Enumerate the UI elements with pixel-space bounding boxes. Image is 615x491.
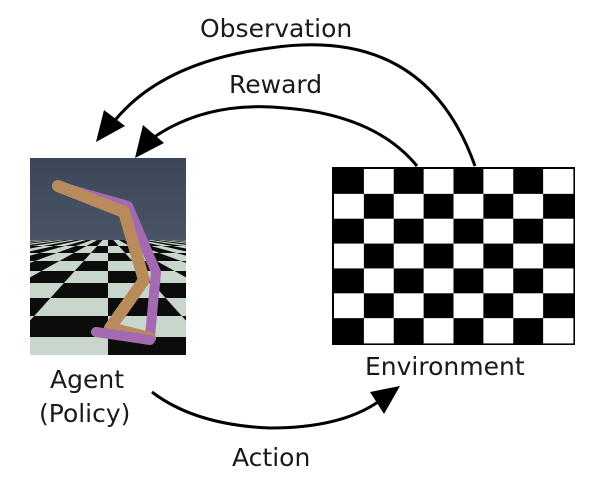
checker-square [393, 293, 425, 319]
checker-square [513, 243, 544, 269]
checker-square [453, 293, 484, 319]
checker-square [334, 318, 365, 344]
agent-image [30, 158, 186, 355]
checker-square [423, 268, 454, 294]
checker-square [483, 169, 514, 195]
checker-square [543, 293, 574, 319]
observation-arrow [110, 43, 477, 167]
checker-square [334, 243, 365, 269]
checker-square [543, 169, 574, 195]
action-label: Action [232, 443, 311, 472]
checker-square [483, 293, 514, 319]
checker-square [423, 243, 454, 269]
checker-square [334, 293, 365, 319]
checker-square [483, 193, 514, 220]
checker-square [543, 243, 574, 269]
checker-square [393, 193, 425, 220]
checker-square [363, 193, 395, 220]
policy-label: (Policy) [39, 399, 131, 428]
checker-square [453, 268, 484, 294]
checker-square [363, 293, 395, 319]
checker-square [423, 218, 454, 244]
checker-square [453, 318, 484, 344]
checker-square [513, 318, 544, 344]
checker-square [483, 243, 514, 269]
checker-square [513, 193, 544, 220]
environment-label: Environment [365, 352, 525, 381]
checker-square [453, 218, 484, 244]
checker-square [453, 169, 484, 195]
action-arrowhead [370, 386, 400, 414]
checker-square [334, 268, 365, 294]
environment-checkerboard [334, 169, 574, 344]
checker-square [423, 169, 454, 195]
checker-square [363, 243, 395, 269]
checker-square [543, 193, 574, 220]
reward-arrowhead [135, 125, 164, 158]
observation-arrowhead [96, 110, 125, 142]
checker-square [334, 218, 365, 244]
checker-square [393, 318, 425, 344]
checker-square [423, 193, 454, 220]
checker-square [453, 243, 484, 269]
checker-square [483, 318, 514, 344]
checker-square [543, 268, 574, 294]
checker-square [513, 268, 544, 294]
checker-square [363, 218, 395, 244]
observation-label: Observation [200, 14, 353, 43]
checker-square [483, 218, 514, 244]
checker-square [363, 169, 395, 195]
agent-label: Agent [50, 365, 124, 394]
reward-label: Reward [229, 70, 323, 99]
checker-square [393, 169, 425, 195]
checker-square [423, 293, 454, 319]
action-arrow [151, 390, 379, 430]
checker-square [393, 268, 425, 294]
checker-square [334, 169, 365, 195]
checker-square [513, 218, 544, 244]
checker-square [543, 318, 574, 344]
checker-square [393, 218, 425, 244]
checker-square [363, 318, 395, 344]
checker-square [513, 293, 544, 319]
checker-square [334, 193, 365, 220]
checker-square [513, 169, 544, 195]
checker-square [453, 193, 484, 220]
checker-square [363, 268, 395, 294]
checker-square [423, 318, 454, 344]
reward-arrow [149, 105, 419, 167]
checker-square [393, 243, 425, 269]
checker-square [483, 268, 514, 294]
checker-square [543, 218, 574, 244]
